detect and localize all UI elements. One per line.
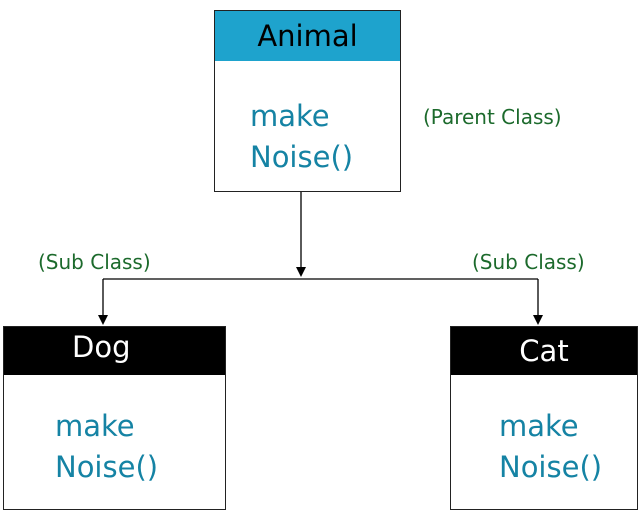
dog-method-line-2: Noise() — [55, 450, 159, 484]
cat-subclass-annotation: (Sub Class) — [472, 250, 585, 274]
animal-method-line-1: make — [250, 99, 330, 133]
parent-connector-arrowhead — [296, 267, 306, 277]
dog-class-body: make Noise() — [4, 375, 225, 488]
animal-class-header: Animal — [215, 11, 400, 61]
dog-class-box: Dog make Noise() — [3, 326, 226, 510]
animal-class-box: Animal make Noise() — [214, 10, 401, 192]
animal-class-name: Animal — [257, 19, 358, 53]
cat-connector-arrowhead — [533, 315, 543, 325]
dog-connector-arrowhead — [98, 315, 108, 325]
animal-class-body: make Noise() — [215, 61, 400, 178]
dog-subclass-annotation: (Sub Class) — [38, 250, 151, 274]
cat-method-line-1: make — [499, 409, 579, 443]
cat-class-header: Cat — [451, 327, 637, 375]
dog-class-header: Dog — [4, 327, 225, 375]
dog-method-line-1: make — [55, 409, 135, 443]
animal-method-line-2: Noise() — [250, 140, 354, 174]
cat-class-box: Cat make Noise() — [450, 326, 638, 510]
cat-class-name: Cat — [519, 334, 569, 368]
parent-class-annotation: (Parent Class) — [423, 105, 562, 129]
cat-class-body: make Noise() — [451, 375, 637, 488]
dog-class-name: Dog — [72, 330, 131, 364]
cat-method-line-2: Noise() — [499, 450, 603, 484]
